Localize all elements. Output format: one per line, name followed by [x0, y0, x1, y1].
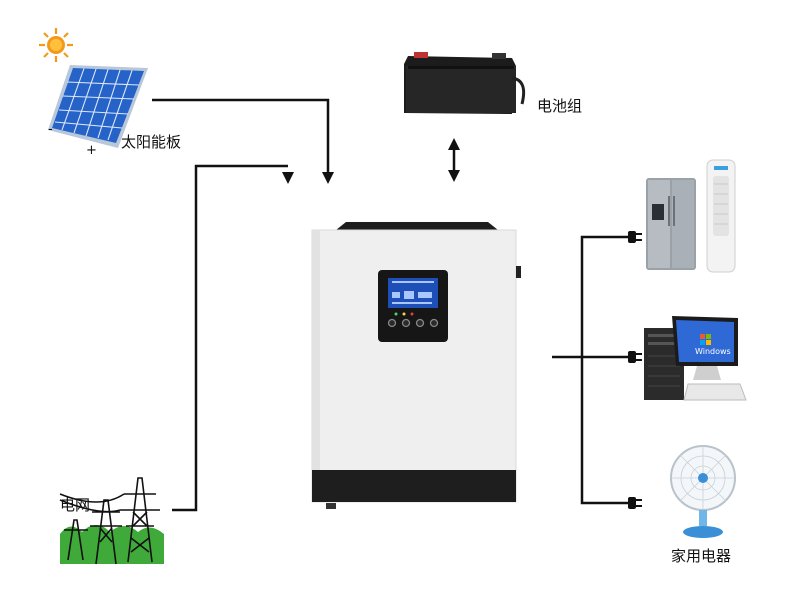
output-bus	[580, 235, 632, 505]
arrow-up-battery	[448, 138, 460, 150]
battery-icon	[404, 52, 526, 114]
grid-label: 电网	[60, 496, 91, 514]
solar-line	[152, 98, 330, 175]
solar-panel-icon	[48, 65, 148, 148]
monitor-windows-text: Windows	[695, 347, 731, 356]
connection-lines	[152, 98, 632, 512]
arrow-down-grid	[282, 172, 294, 184]
battery-label: 电池组	[537, 97, 583, 115]
grid-line	[172, 164, 288, 512]
panel-minus-sign: -	[48, 122, 53, 137]
panel-plus-sign: +	[86, 143, 97, 158]
arrow-heads	[282, 138, 460, 184]
computer-icon	[644, 316, 747, 401]
arrow-down-solar	[322, 172, 334, 184]
refrigerator-icon	[646, 178, 696, 270]
air-conditioner-icon	[706, 159, 736, 273]
sun-icon	[39, 28, 73, 62]
inverter-icon	[311, 222, 521, 509]
solar-panel-label: 太阳能板	[121, 133, 182, 151]
fan-icon	[670, 445, 736, 538]
arrow-down-battery	[448, 170, 460, 182]
power-tower-icon	[59, 477, 164, 565]
control-buttons-icon	[387, 318, 439, 328]
plug-icon	[628, 231, 642, 509]
appliances-label: 家用电器	[671, 547, 732, 565]
